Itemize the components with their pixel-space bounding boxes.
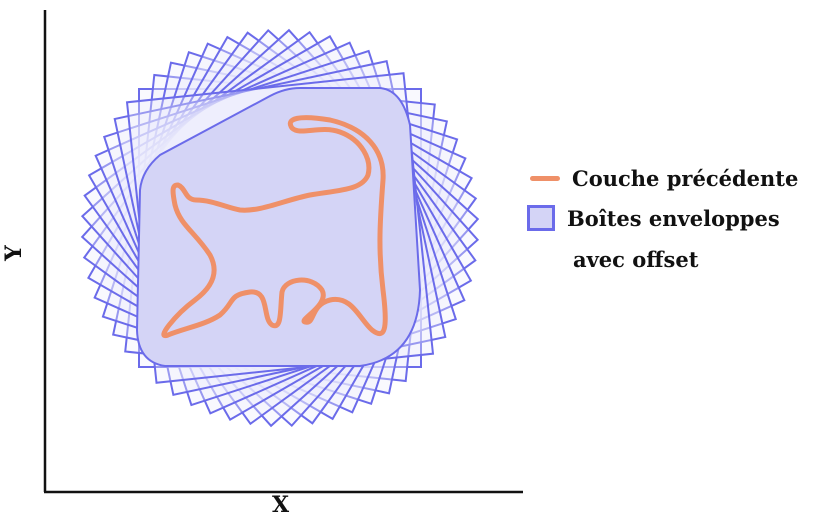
legend-item-bounding-boxes: Boîtes enveloppes xyxy=(527,205,780,231)
offset-hull xyxy=(135,87,422,367)
legend-line-swatch xyxy=(530,176,560,181)
legend-label-previous-layer: Couche précédente xyxy=(572,166,799,191)
previous-layer-cat-outline xyxy=(161,115,388,339)
x-axis-label: X xyxy=(272,492,290,518)
legend-label-bounding-boxes-line2: avec offset xyxy=(573,247,699,272)
legend-box-swatch xyxy=(527,205,555,231)
legend-item-previous-layer: Couche précédente xyxy=(530,166,798,191)
y-axis-label: Y xyxy=(0,245,27,261)
legend-label-bounding-boxes: Boîtes enveloppes xyxy=(567,205,780,231)
legend-item-bounding-boxes-cont: avec offset xyxy=(573,247,698,272)
